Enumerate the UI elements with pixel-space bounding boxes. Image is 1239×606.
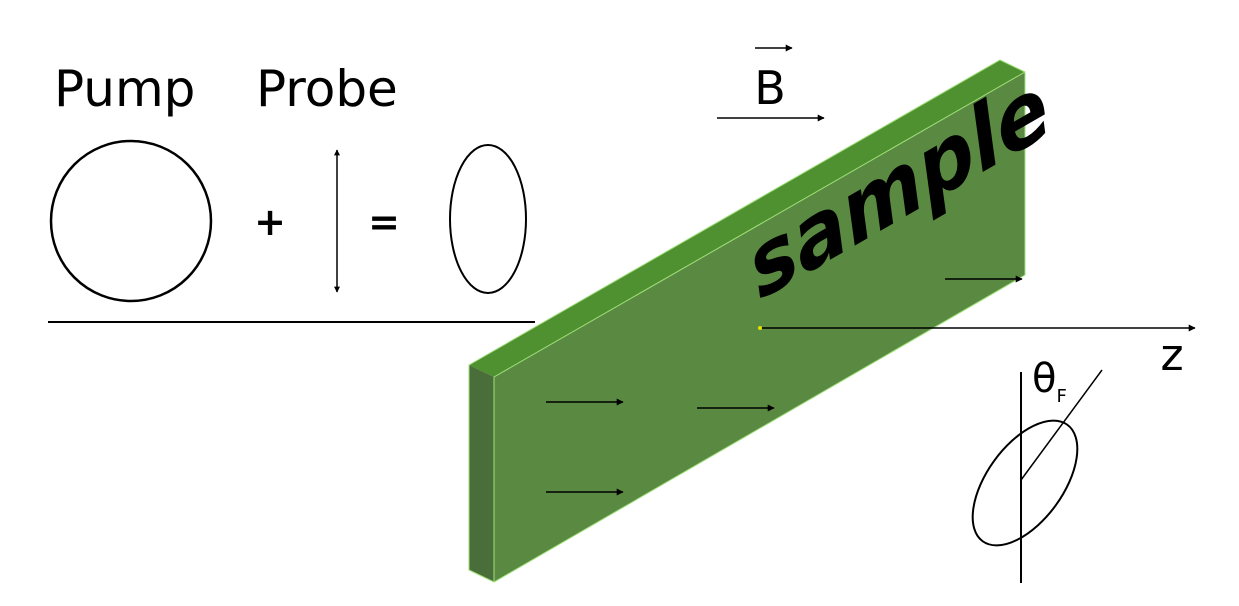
pump-circular-polarization bbox=[49, 139, 213, 303]
slab-top-face bbox=[469, 60, 1025, 377]
faraday-angle-label: θF bbox=[1032, 356, 1067, 407]
sample-slab: sample bbox=[468, 55, 1061, 583]
z-axis-label: z bbox=[1160, 330, 1183, 381]
theta-symbol: θ bbox=[1032, 356, 1056, 402]
elliptical-polarization bbox=[449, 144, 527, 294]
rotated-polarization-axis bbox=[1020, 369, 1103, 481]
slab-front-top-edge bbox=[493, 71, 1026, 378]
plus-sign: + bbox=[254, 200, 286, 244]
probe-label: Probe bbox=[256, 60, 398, 118]
rotated-polarization-ellipse bbox=[971, 419, 1079, 547]
pump-label: Pump bbox=[54, 60, 195, 118]
slab-edges bbox=[468, 59, 1026, 583]
theta-subscript: F bbox=[1056, 386, 1066, 407]
field-label: B bbox=[754, 61, 786, 115]
equals-sign: = bbox=[368, 200, 400, 244]
beam-spot bbox=[758, 326, 762, 330]
slab-side-face bbox=[469, 365, 494, 582]
